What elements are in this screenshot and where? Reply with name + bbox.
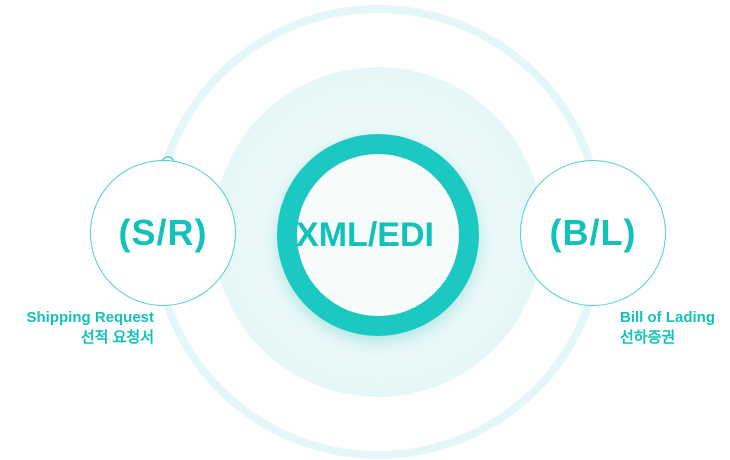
- shipping-request-caption: Shipping Request 선적 요청서: [0, 308, 155, 348]
- center-label: XML/EDI: [296, 215, 434, 254]
- bill-of-lading-name-en: Bill of Lading: [620, 309, 715, 326]
- shipping-request-name-ko: 선적 요청서: [80, 329, 154, 346]
- bill-of-lading-abbr: (B/L): [549, 212, 637, 253]
- shipping-request-node: (S/R): [90, 160, 236, 306]
- bill-of-lading-node: (B/L): [520, 160, 666, 306]
- shipping-request-abbr: (S/R): [118, 212, 208, 253]
- shipping-request-name-en: Shipping Request: [26, 309, 155, 326]
- bill-of-lading-name-ko: 선하증권: [620, 329, 676, 346]
- bill-of-lading-caption: Bill of Lading 선하증권: [620, 308, 730, 348]
